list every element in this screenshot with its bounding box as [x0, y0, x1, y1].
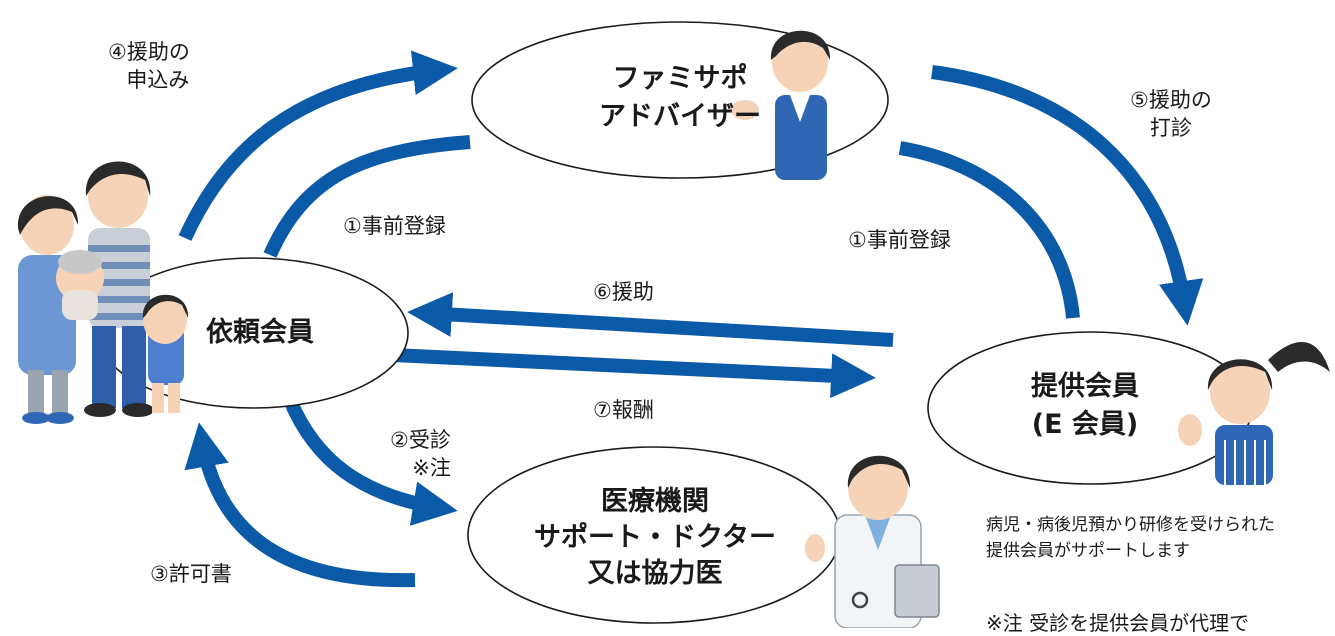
arrow-apply-to-advisor	[178, 50, 458, 241]
arrow-permit	[184, 422, 416, 588]
medical-label: 医療機関 サポート・ドクター 又は協力医	[534, 486, 776, 589]
arrow-sound-out-provider	[931, 65, 1204, 326]
provider-note: 病児・病後児預かり研修を受けられた 提供会員がサポートします	[986, 515, 1275, 561]
family-icon	[17, 161, 189, 424]
arrow-register-left	[263, 135, 471, 258]
step7-label: ⑦報酬	[593, 398, 654, 422]
advisor-icon	[731, 30, 831, 180]
step5-label: ⑤援助の 打診	[1130, 88, 1212, 140]
arrow-assist	[407, 292, 894, 347]
requester-label: 依頼会員	[206, 317, 314, 348]
step2-label: ②受診 ※注	[390, 428, 451, 480]
arrow-reward	[392, 348, 876, 399]
step1-right-label: ①事前登録	[848, 228, 951, 252]
arrow-consult	[283, 397, 458, 526]
step1-left-label: ①事前登録	[343, 214, 446, 238]
arrow-register-right	[898, 141, 1080, 319]
step6-label: ⑥援助	[593, 280, 654, 304]
step3-label: ③許可書	[150, 562, 232, 586]
footnote: ※注 受診を提供会員が代理で	[986, 611, 1250, 635]
step4-label: ④援助の 申込み	[108, 40, 190, 92]
provider-icon	[1178, 342, 1330, 485]
provider-label: 提供会員 (E 会員)	[1031, 371, 1139, 440]
advisor-label: ファミサポ アドバイザー	[599, 63, 761, 132]
doctor-icon	[805, 455, 940, 628]
